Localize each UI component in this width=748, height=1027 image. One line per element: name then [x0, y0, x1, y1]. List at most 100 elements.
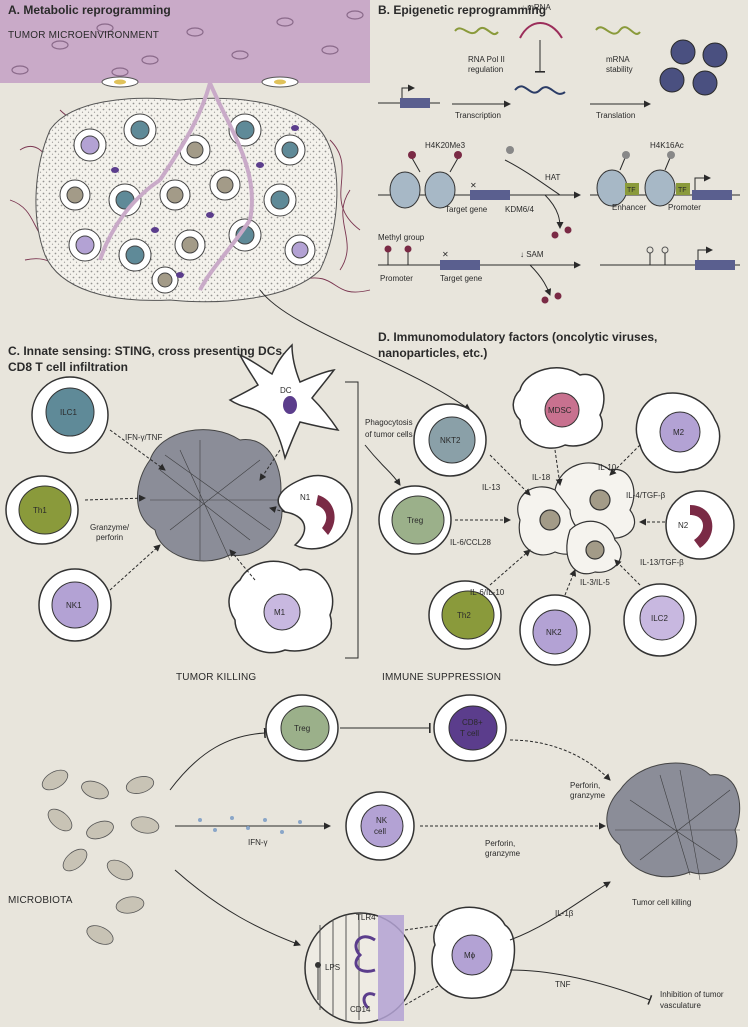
ifng-label: IFN-γ — [248, 838, 268, 847]
nk-cell-label-2: cell — [374, 827, 386, 836]
endothelial-nucleus — [274, 79, 286, 85]
transcription-label: Transcription — [455, 111, 501, 120]
il10-label: IL-10 — [598, 463, 617, 472]
nk2-label: NK2 — [546, 628, 562, 637]
kdm-label: KDM6/4 — [505, 205, 534, 214]
tumor-killing-caption: TUMOR KILLING — [176, 672, 256, 683]
h4k20-label: H4K20Me3 — [425, 141, 466, 150]
panel-d: D. Immunomodulatory factors (oncolytic v… — [378, 330, 735, 683]
mdsc-label: MDSC — [548, 406, 572, 415]
tumor-killing-label: Tumor cell killing — [632, 898, 691, 907]
cell-nkt2: NKT2 — [413, 403, 487, 477]
cell-nk1: NK1 — [38, 568, 112, 642]
phago-label-2: of tumor cells — [365, 430, 413, 439]
dc-label: DC — [280, 386, 292, 395]
treg-d-label: Treg — [407, 516, 423, 525]
sam-label: ↓ SAM — [520, 250, 544, 259]
panel-b-title: B. Epigenetic reprogramming — [378, 3, 546, 17]
methyl-group-label: Methyl group — [378, 233, 425, 242]
hat-label: HAT — [545, 173, 561, 182]
panel-c-title-2: CD8 T cell infiltration — [8, 360, 128, 374]
cell-nk-micro: NK cell — [345, 791, 415, 861]
protein-cluster — [659, 39, 728, 96]
rna-pol-label-2: regulation — [468, 65, 503, 74]
il6-ccl28-label: IL-6/CCL28 — [450, 538, 491, 547]
immune-suppression-caption: IMMUNE SUPPRESSION — [382, 672, 501, 683]
promoter-label-1: Promoter — [668, 203, 701, 212]
perf-2-b: granzyme — [485, 849, 521, 858]
cell-th2: Th2 — [428, 580, 502, 650]
treg-micro-label: Treg — [294, 724, 310, 733]
perf-2-a: Perforin, — [485, 839, 515, 848]
ifng-dots — [198, 816, 302, 834]
cd8-label-1: CD8+ — [462, 718, 483, 727]
lps-label: LPS — [325, 963, 340, 972]
perf-1-a: Perforin, — [570, 781, 600, 790]
cell-n2: N2 — [665, 490, 735, 560]
panel-c: C. Innate sensing: STING, cross presenti… — [5, 343, 413, 683]
cell-ilc2: ILC2 — [623, 583, 697, 657]
methyl-released-icon — [551, 231, 559, 239]
nucleosome-right — [590, 151, 740, 207]
n1-label: N1 — [300, 493, 311, 502]
endothelial-nucleus — [114, 79, 126, 85]
tumor-cells — [59, 113, 316, 294]
il6-il10-label: IL-6/IL-10 — [470, 588, 505, 597]
th1-label: Th1 — [33, 506, 47, 515]
il13-tgfb-label: IL-13/TGF-β — [640, 558, 684, 567]
tf-label-1: TF — [627, 187, 636, 194]
mrna-down-label: ↓ mRNA — [521, 3, 551, 12]
panel-c-title-1: C. Innate sensing: STING, cross presenti… — [8, 344, 285, 358]
rna-pol-icon — [454, 27, 499, 35]
il1b-label: IL-1β — [555, 909, 574, 918]
panel-a-title: A. Metabolic reprogramming — [8, 3, 171, 17]
il13-label: IL-13 — [482, 483, 501, 492]
granzyme-label-2: perforin — [96, 533, 123, 542]
panel-a-subtitle: TUMOR MICROENVIRONMENT — [8, 30, 159, 41]
acetyl-group-icon — [506, 146, 514, 154]
th2-label: Th2 — [457, 611, 471, 620]
repressed-mark: ✕ — [470, 181, 477, 190]
promoter-label-2: Promoter — [380, 274, 413, 283]
tf-label-2: TF — [678, 187, 687, 194]
ilc2-label: ILC2 — [651, 614, 668, 623]
nucleosome-left: ✕ — [378, 151, 520, 209]
cell-nk2: NK2 — [519, 594, 591, 666]
rbc-group — [11, 10, 364, 77]
bacteria-group — [41, 769, 160, 945]
phago-label-1: Phagocytosis — [365, 418, 413, 427]
panel-d-title-2: nanoparticles, etc.) — [378, 346, 487, 360]
cell-treg-d: Treg — [378, 485, 452, 555]
cell-th1: Th1 — [5, 475, 79, 545]
rna-pol-label-1: RNA Pol II — [468, 55, 505, 64]
cd8-label-2: T cell — [460, 729, 479, 738]
tumor-vessels — [98, 82, 254, 291]
methyl-released-icon — [564, 226, 572, 234]
n2-label: N2 — [678, 521, 689, 530]
il18-label: IL-18 — [532, 473, 551, 482]
svg-text:✕: ✕ — [442, 250, 449, 259]
target-gene-2-label: Target gene — [440, 274, 483, 283]
cell-mdsc: MDSC — [512, 367, 605, 449]
mphi-label: Mϕ — [464, 951, 476, 960]
mirna-icon — [519, 22, 563, 39]
perf-1-b: granzyme — [570, 791, 606, 800]
nkt2-label: NKT2 — [440, 436, 461, 445]
inhib-label-2: vasculature — [660, 1001, 701, 1010]
cell-dc: DC — [228, 343, 340, 461]
enhancer-label: Enhancer — [612, 203, 647, 212]
membrane-zoom — [304, 912, 416, 1024]
ifn-tnf-label: IFN-γ/TNF — [125, 433, 162, 442]
panel-a: A. Metabolic reprogramming TUMOR MICROEN… — [0, 0, 371, 303]
cell-cd8: CD8+ T cell — [433, 694, 507, 762]
h4k16-label: H4K16Ac — [650, 141, 684, 150]
target-gene-1-label: Target gene — [445, 205, 488, 214]
nk-cell-label-1: NK — [376, 816, 388, 825]
microbiota-caption: MICROBIOTA — [8, 895, 73, 906]
panel-microbiota: MICROBIOTA Treg CD8+ T cell Perforin, gr… — [8, 694, 741, 1024]
cd14-label: CD14 — [350, 1005, 371, 1014]
il4-tgfb-label: IL-4/TGF-β — [626, 491, 666, 500]
tnf-label: TNF — [555, 980, 571, 989]
ilc1-label: ILC1 — [60, 408, 77, 417]
